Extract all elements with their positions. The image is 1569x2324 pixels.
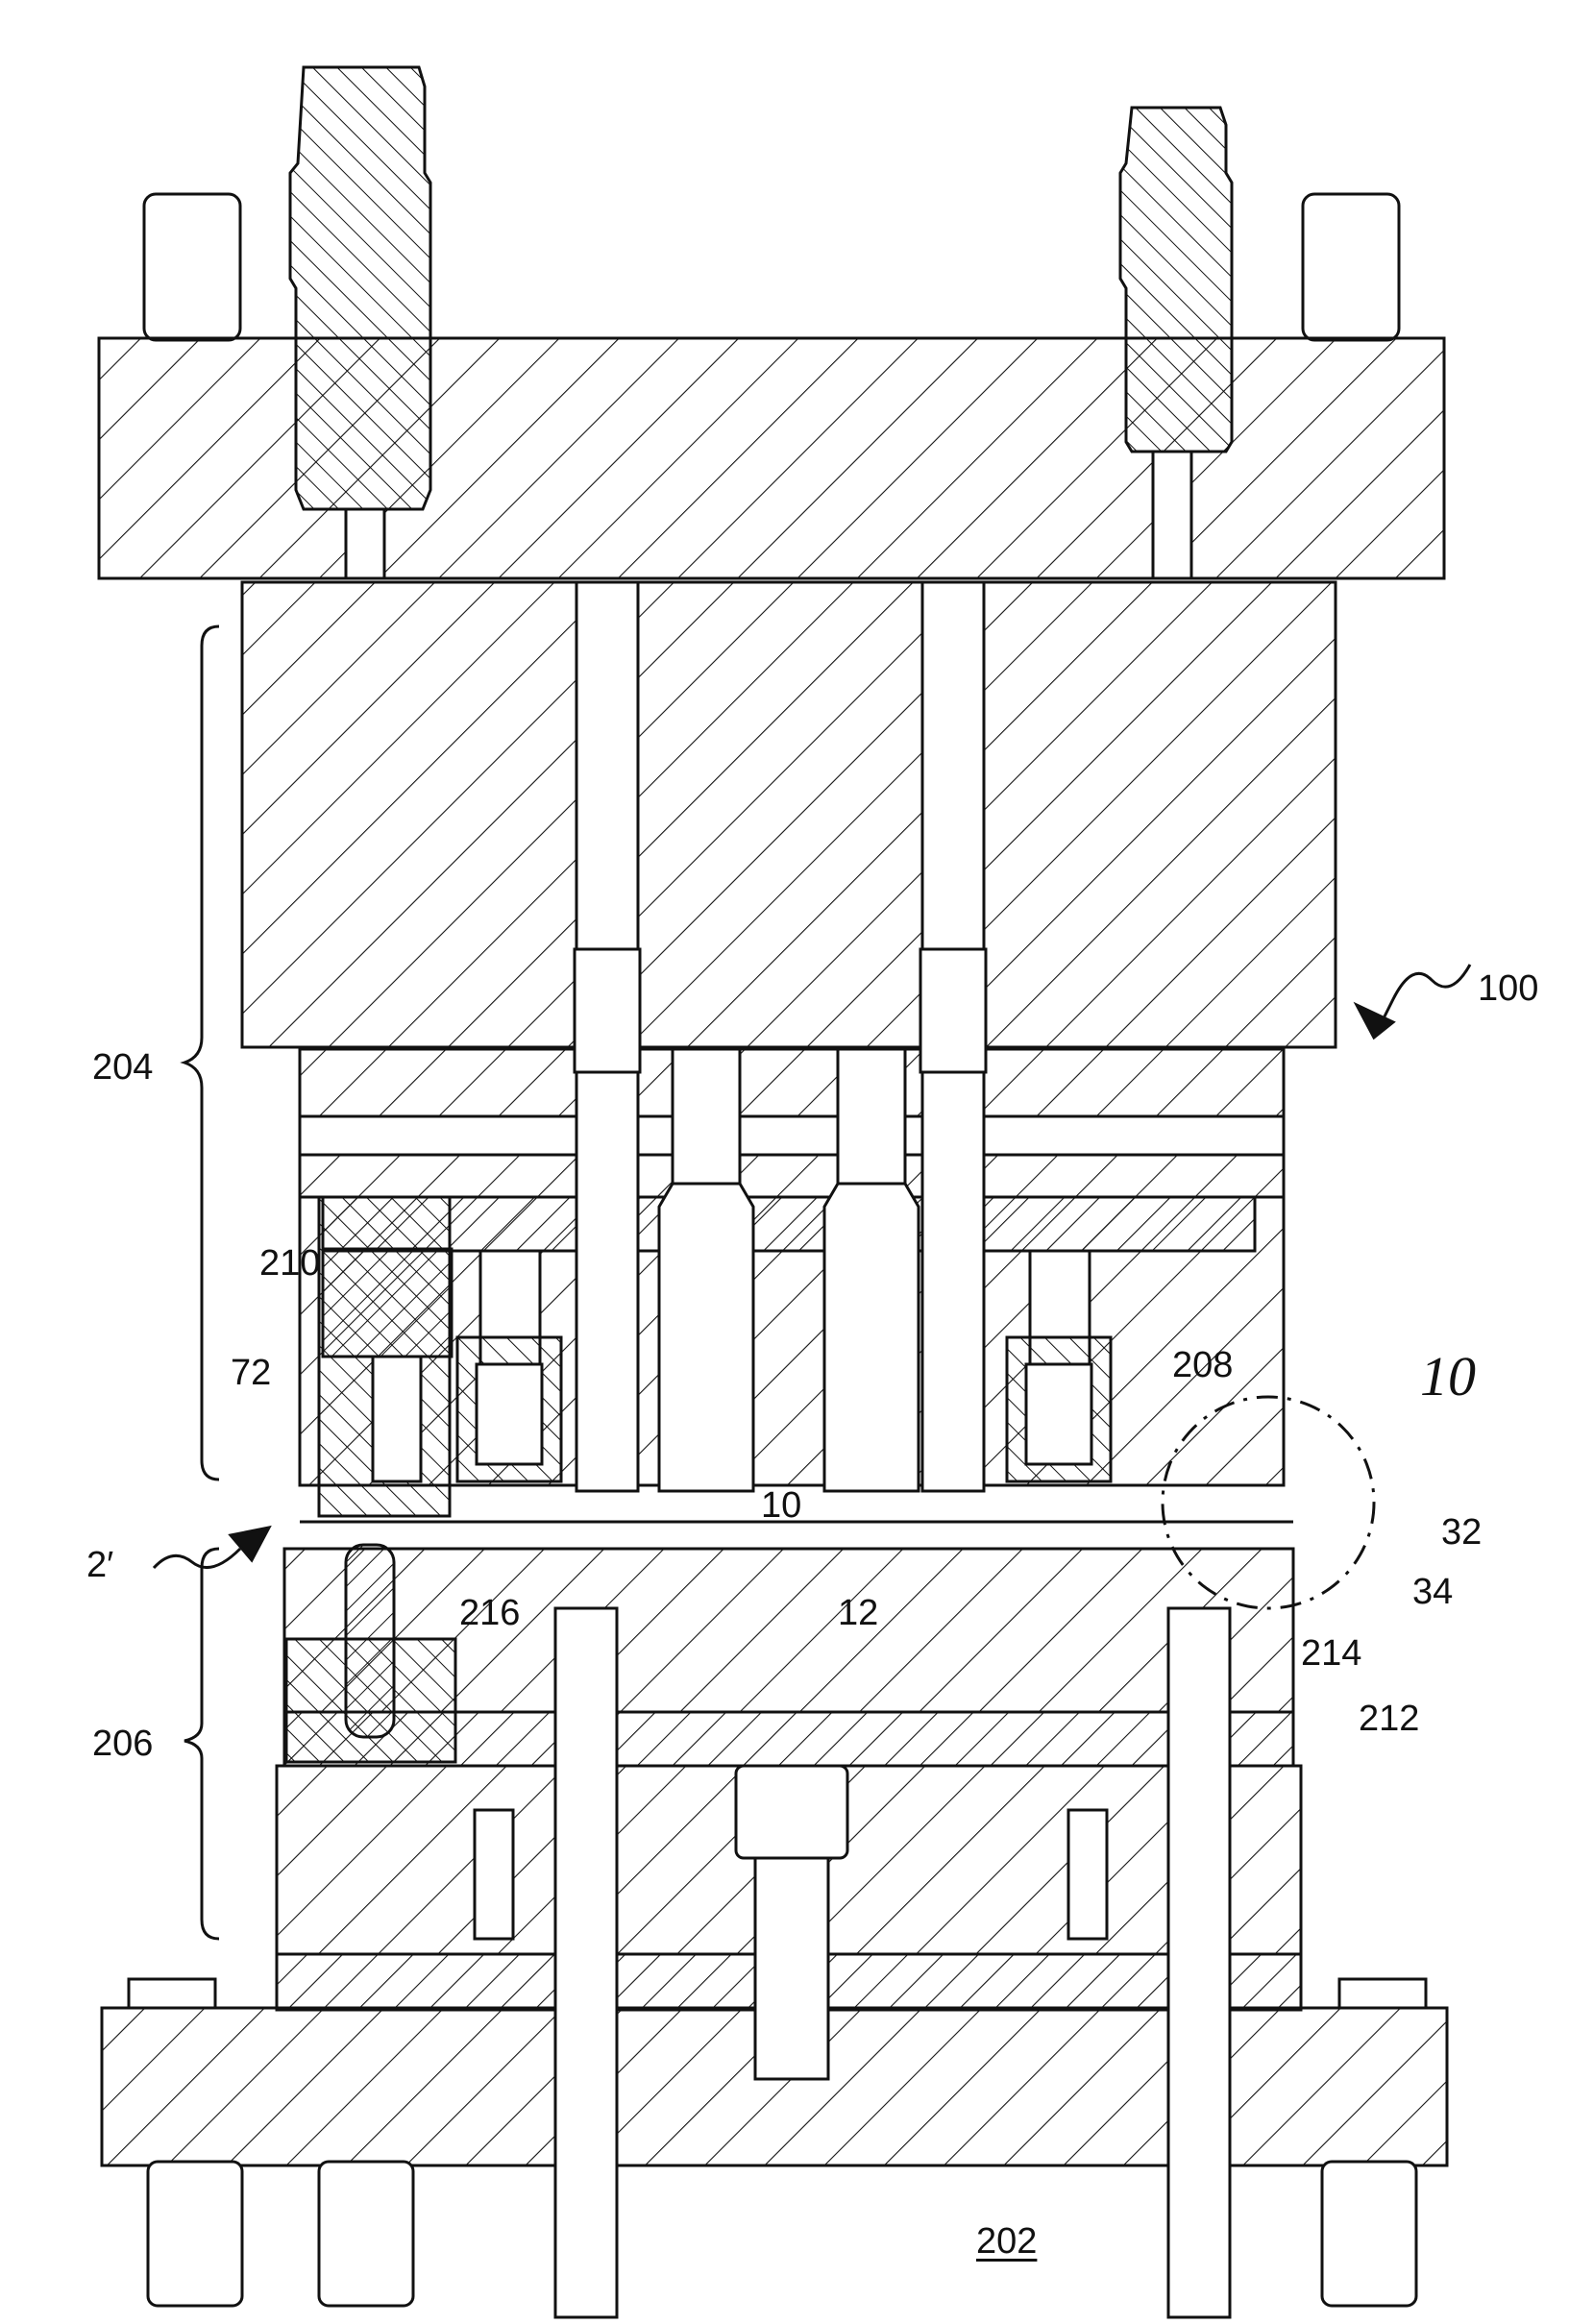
label-206: 206 (92, 1725, 153, 1762)
center-punch-left-body (659, 1184, 753, 1491)
top-right-bolt-shank (1153, 452, 1191, 578)
upper-backing-strip (323, 1197, 1255, 1251)
label-10: 10 (761, 1487, 801, 1524)
lower-pin-right (1168, 1608, 1230, 2317)
foot-1 (148, 2162, 242, 2306)
foot-4 (129, 1979, 215, 2008)
top-left-bolt-shank (346, 509, 384, 578)
label-216: 216 (459, 1595, 520, 1631)
lower-spring-left (475, 1810, 513, 1939)
center-punch-right (838, 1049, 905, 1184)
foot-2 (319, 2162, 413, 2306)
foot-5 (1339, 1979, 1426, 2008)
label-204: 204 (92, 1049, 153, 1086)
foot-3 (1322, 2162, 1416, 2306)
left-spring (477, 1364, 542, 1464)
bracket-206 (184, 1549, 219, 1939)
flange-arrow (154, 1549, 240, 1568)
left-pad-block (323, 1249, 452, 1357)
label-214: 214 (1301, 1635, 1361, 1672)
label-32: 32 (1441, 1514, 1482, 1551)
upper-die-block (242, 582, 1336, 1047)
flange-arrowhead (231, 1528, 269, 1560)
center-punch-right-body (824, 1184, 919, 1491)
label-210: 210 (259, 1245, 320, 1282)
top-right-bolt (1120, 108, 1232, 452)
label-202: 202 (976, 2223, 1037, 2260)
label-208: 208 (1172, 1347, 1233, 1383)
upper-retainer-2 (300, 1116, 1284, 1155)
lower-pin-left (555, 1608, 617, 2317)
label-212: 212 (1359, 1700, 1419, 1737)
label-100: 100 (1478, 970, 1538, 1007)
top-left-post (144, 194, 240, 340)
left-slot (373, 1357, 421, 1481)
label-detail-10: 10 (1420, 1349, 1476, 1405)
top-right-post (1303, 194, 1399, 340)
label-12: 12 (838, 1595, 878, 1631)
center-punch-left (673, 1049, 740, 1184)
label-2prime: 2′ (86, 1547, 113, 1583)
label-34: 34 (1412, 1574, 1453, 1610)
center-bolt-shank (755, 1858, 828, 2079)
upper-pin-left-collar (575, 949, 640, 1072)
lower-left-pin (346, 1545, 394, 1737)
right-spring (1026, 1364, 1091, 1464)
bracket-204 (184, 626, 219, 1480)
center-bolt-head (736, 1766, 847, 1858)
label-72: 72 (231, 1355, 271, 1391)
upper-pin-right-collar (920, 949, 986, 1072)
lower-spring-right (1068, 1810, 1107, 1939)
upper-retainer-1 (300, 1049, 1284, 1116)
top-left-bolt (290, 67, 430, 509)
upper-retainer-3 (300, 1155, 1284, 1197)
